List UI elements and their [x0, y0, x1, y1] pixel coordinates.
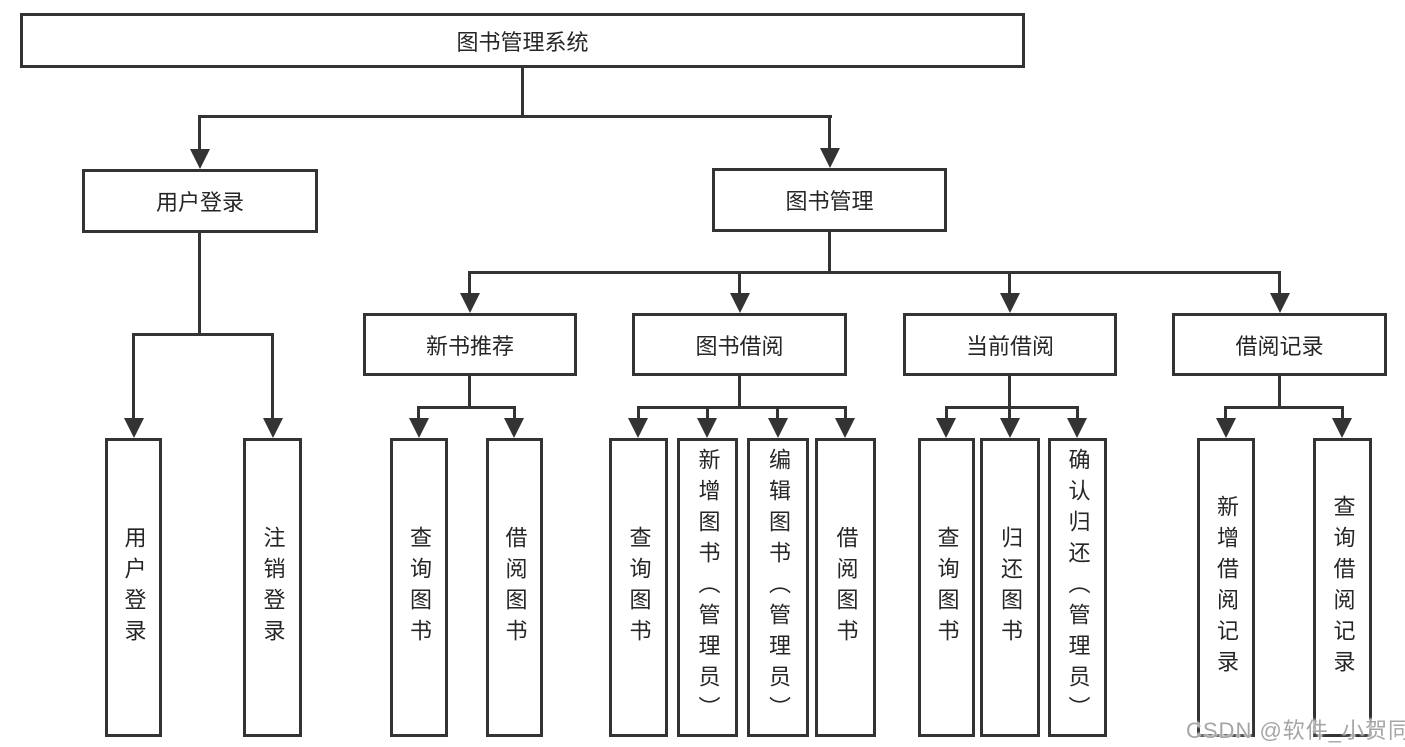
arrow-down-icon — [835, 418, 855, 438]
arrow-down-icon — [768, 418, 788, 438]
arrow-down-icon — [1332, 418, 1352, 438]
connector-level1-rail — [198, 115, 832, 118]
arrow-down-icon — [190, 149, 210, 169]
connector-arrow-stem — [776, 406, 779, 418]
arrow-down-icon — [1270, 293, 1290, 313]
connector-new-book-rail — [417, 406, 516, 409]
connector-arrow-stem — [1224, 406, 1227, 418]
connector-current-borrow-stub — [1008, 376, 1011, 409]
node-book-borrow: 图书借阅 — [632, 313, 847, 376]
connector-arrow-stem — [468, 271, 471, 293]
arrow-down-icon — [1000, 418, 1020, 438]
node-new-book-recommend: 新书推荐 — [363, 313, 577, 376]
arrow-down-icon — [936, 418, 956, 438]
connector-arrow-stem — [132, 333, 135, 418]
leaf-add-borrow-record: 新增借阅记录 — [1197, 438, 1255, 737]
leaf-edit-book-admin: 编辑图书（管理员） — [747, 438, 809, 737]
connector-user-login-rail — [132, 333, 274, 336]
leaf-borrow-books-recommend: 借阅图书 — [486, 438, 543, 737]
leaf-add-book-admin-label: 新增图书（管理员） — [695, 448, 721, 727]
leaf-query-books-recommend: 查询图书 — [390, 438, 448, 737]
arrow-down-icon — [409, 418, 429, 438]
arrow-down-icon — [628, 418, 648, 438]
node-book-management-label: 图书管理 — [785, 189, 874, 214]
connector-arrow-stem — [271, 333, 274, 418]
connector-arrow-stem — [1008, 271, 1011, 293]
node-borrow-records-label: 借阅记录 — [1235, 333, 1324, 359]
node-book-borrow-label: 图书借阅 — [695, 333, 784, 359]
connector-level3-rail — [468, 271, 1281, 274]
node-root-label: 图书管理系统 — [456, 29, 589, 55]
leaf-logout: 注销登录 — [243, 438, 302, 737]
leaf-confirm-return-admin: 确认归还（管理员） — [1048, 438, 1107, 737]
arrow-down-icon — [1067, 418, 1087, 438]
leaf-query-borrow-record: 查询借阅记录 — [1313, 438, 1372, 737]
node-root: 图书管理系统 — [20, 13, 1025, 68]
connector-arrow-stem — [1008, 406, 1011, 418]
node-book-management: 图书管理 — [712, 168, 947, 232]
connector-arrow-stem — [738, 271, 741, 293]
csdn-watermark: CSDN @软件_小贺同学 — [1186, 718, 1405, 743]
leaf-query-books-current-label: 查询图书 — [934, 525, 960, 650]
connector-root-stub — [521, 68, 524, 118]
connector-arrow-stem — [513, 406, 516, 418]
leaf-query-books-borrow-label: 查询图书 — [626, 525, 652, 650]
leaf-query-books-current: 查询图书 — [918, 438, 975, 737]
leaf-add-book-admin: 新增图书（管理员） — [677, 438, 738, 737]
connector-arrow-stem — [1278, 271, 1281, 293]
leaf-edit-book-admin-label: 编辑图书（管理员） — [766, 448, 791, 727]
connector-book-borrow-rail — [637, 406, 847, 409]
leaf-query-books-borrow: 查询图书 — [609, 438, 668, 737]
arrow-down-icon — [460, 293, 480, 313]
node-borrow-records: 借阅记录 — [1172, 313, 1387, 376]
leaf-return-book-label: 归还图书 — [998, 525, 1023, 650]
leaf-borrow-books-borrow-label: 借阅图书 — [833, 525, 859, 650]
connector-borrow-record-rail — [1224, 406, 1344, 409]
connector-arrow-stem — [417, 406, 420, 418]
connector-arrow-stem — [945, 406, 948, 418]
arrow-down-icon — [1000, 293, 1020, 313]
connector-arrow-stem — [637, 406, 640, 418]
leaf-borrow-books-recommend-label: 借阅图书 — [502, 525, 528, 650]
node-current-borrow: 当前借阅 — [903, 313, 1117, 376]
arrow-down-icon — [820, 148, 840, 168]
connector-arrow-stem — [828, 115, 831, 148]
connector-new-book-stub — [468, 376, 471, 409]
connector-borrow-record-stub — [1278, 376, 1281, 409]
leaf-user-login: 用户登录 — [105, 438, 162, 737]
connector-arrow-stem — [198, 115, 201, 149]
leaf-query-borrow-record-label: 查询借阅记录 — [1330, 494, 1356, 681]
arrow-down-icon — [504, 418, 524, 438]
leaf-return-book: 归还图书 — [980, 438, 1040, 737]
leaf-confirm-return-admin-label: 确认归还（管理员） — [1065, 448, 1091, 727]
node-current-borrow-label: 当前借阅 — [965, 333, 1054, 359]
connector-book-borrow-stub — [738, 376, 741, 409]
leaf-add-borrow-record-label: 新增借阅记录 — [1214, 494, 1239, 681]
leaf-borrow-books-borrow: 借阅图书 — [815, 438, 876, 737]
arrow-down-icon — [124, 418, 144, 438]
connector-arrow-stem — [1076, 406, 1079, 418]
arrow-down-icon — [697, 418, 717, 438]
connector-arrow-stem — [844, 406, 847, 418]
node-new-book-recommend-label: 新书推荐 — [425, 333, 514, 359]
node-user-login-label: 用户登录 — [155, 190, 244, 215]
arrow-down-icon — [263, 418, 283, 438]
leaf-logout-label: 注销登录 — [260, 525, 286, 650]
leaf-user-login-label: 用户登录 — [121, 525, 147, 650]
connector-arrow-stem — [1341, 406, 1344, 418]
connector-arrow-stem — [706, 406, 709, 418]
arrow-down-icon — [1216, 418, 1236, 438]
node-user-login: 用户登录 — [82, 169, 318, 233]
connector-user-login-stub — [198, 232, 201, 336]
connector-book-mgmt-stub — [828, 232, 831, 274]
arrow-down-icon — [730, 293, 750, 313]
leaf-query-books-recommend-label: 查询图书 — [407, 525, 432, 650]
connector-current-borrow-rail — [945, 406, 1079, 409]
